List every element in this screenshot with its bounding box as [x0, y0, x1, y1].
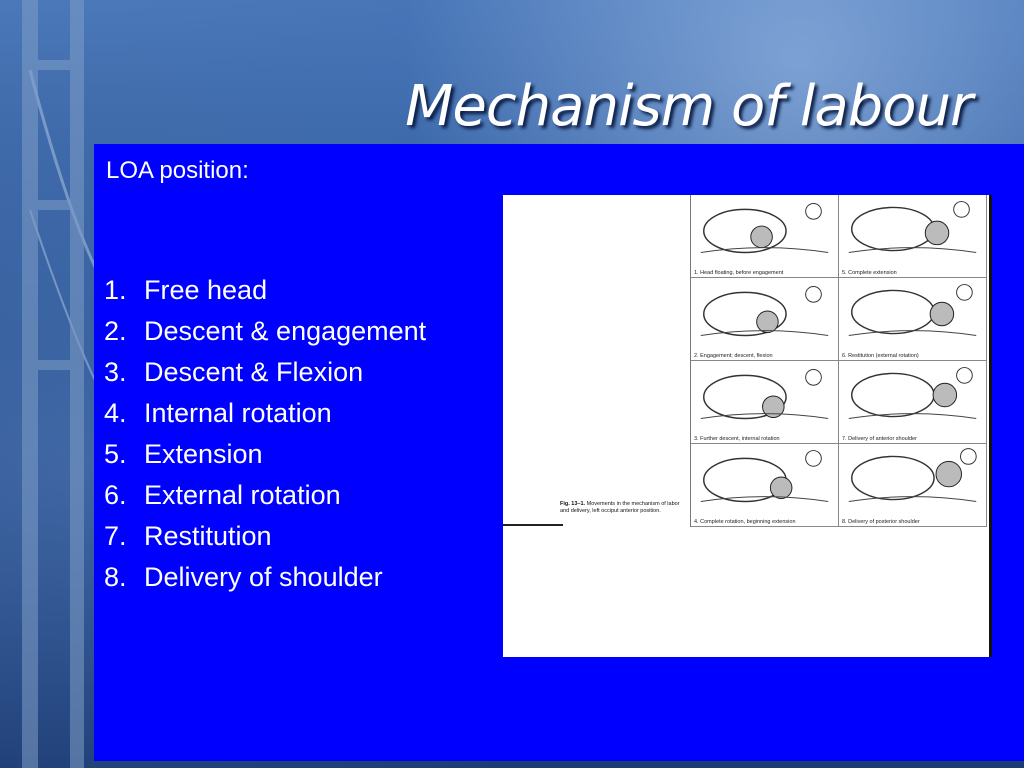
steps-list: 1. Free head 2. Descent & engagement 3. Des… — [104, 270, 484, 598]
list-item: 7. Restitution — [104, 516, 484, 557]
fetal-position-illustration-icon — [848, 448, 977, 503]
list-item: 3. Descent & Flexion — [104, 352, 484, 393]
figure-panel-grid: 1. Head floating, before engagement 5. C… — [690, 195, 987, 527]
panel-caption: 8. Delivery of posterior shoulder — [842, 519, 920, 525]
figure-panel: 7. Delivery of anterior shoulder — [839, 361, 987, 444]
figure-divider — [503, 524, 563, 526]
fetal-position-illustration-icon — [700, 369, 829, 420]
fetal-position-illustration-icon — [700, 203, 829, 254]
list-item: 4. Internal rotation — [104, 393, 484, 434]
panel-caption: 2. Engagement; descent, flexion — [694, 353, 773, 359]
figure-panel: 2. Engagement; descent, flexion — [691, 278, 839, 361]
fetal-position-illustration-icon — [848, 284, 977, 337]
figure-panel: 3. Further descent, internal rotation — [691, 361, 839, 444]
step-number: 2. — [104, 316, 127, 346]
figure-caption: Fig. 13–1. Movements in the mechanism of… — [560, 501, 688, 515]
panel-caption: 7. Delivery of anterior shoulder — [842, 436, 917, 442]
fetal-position-illustration-icon — [700, 450, 829, 503]
list-item: 6. External rotation — [104, 475, 484, 516]
figure-panel: 5. Complete extension — [839, 195, 987, 278]
bridge-tower-decoration — [22, 0, 140, 768]
fetal-position-illustration-icon — [848, 367, 977, 420]
slide-title: Mechanism of labour — [405, 74, 973, 139]
labor-mechanism-figure: 1. Head floating, before engagement 5. C… — [503, 195, 992, 657]
panel-caption: 5. Complete extension — [842, 270, 897, 276]
step-text: Extension — [144, 439, 263, 469]
step-text: Descent & engagement — [144, 316, 427, 346]
step-text: Internal rotation — [144, 398, 332, 428]
step-number: 7. — [104, 521, 127, 551]
list-item: 8. Delivery of shoulder — [104, 557, 484, 598]
figure-panel: 1. Head floating, before engagement — [691, 195, 839, 278]
figure-caption-text: Movements in the mechanism of labor and … — [560, 501, 680, 514]
step-text: Restitution — [144, 521, 272, 551]
list-item: 1. Free head — [104, 270, 484, 311]
list-item: 2. Descent & engagement — [104, 311, 484, 352]
figure-panel: 8. Delivery of posterior shoulder — [839, 444, 987, 527]
fetal-position-illustration-icon — [700, 286, 829, 337]
panel-caption: 3. Further descent, internal rotation — [694, 436, 780, 442]
panel-caption: 4. Complete rotation, beginning extensio… — [694, 519, 796, 525]
fetal-position-illustration-icon — [848, 201, 977, 254]
figure-panel: 4. Complete rotation, beginning extensio… — [691, 444, 839, 527]
step-number: 4. — [104, 398, 127, 428]
figure-caption-label: Fig. 13–1. — [560, 501, 586, 507]
step-text: Delivery of shoulder — [144, 562, 383, 592]
step-number: 8. — [104, 562, 127, 592]
panel-caption: 6. Restitution (external rotation) — [842, 353, 919, 359]
step-number: 1. — [104, 275, 127, 305]
step-text: Free head — [144, 275, 268, 305]
step-number: 6. — [104, 480, 127, 510]
step-number: 3. — [104, 357, 127, 387]
panel-caption: 1. Head floating, before engagement — [694, 270, 784, 276]
step-text: Descent & Flexion — [144, 357, 364, 387]
figure-panel: 6. Restitution (external rotation) — [839, 278, 987, 361]
step-number: 5. — [104, 439, 127, 469]
step-text: External rotation — [144, 480, 341, 510]
list-item: 5. Extension — [104, 434, 484, 475]
subtitle: LOA position: — [106, 157, 249, 184]
